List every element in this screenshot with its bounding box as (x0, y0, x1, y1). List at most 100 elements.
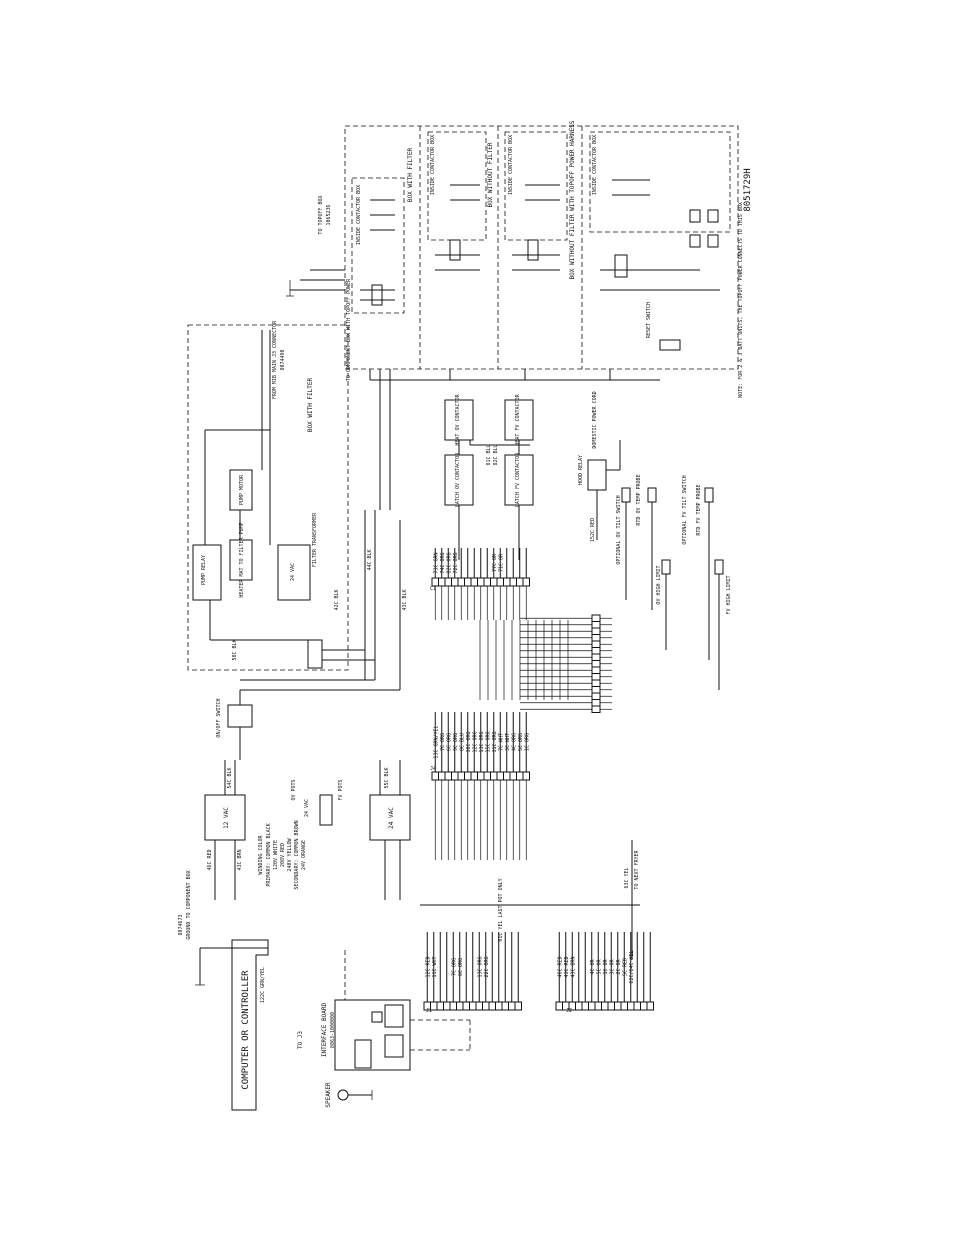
connector-pin (483, 577, 491, 587)
connector-wire-label: 22C ORG (484, 956, 490, 977)
connector-pin (508, 1001, 516, 1011)
filter-xfmr-label: FILTER TRANSFORMER (312, 512, 318, 567)
contactor-relays (444, 399, 534, 560)
transformer-24vac (369, 760, 411, 900)
interface-board (334, 999, 411, 1101)
connector-wire-label: 13C GRN/YEL (433, 725, 439, 758)
winding-row-1: PRIMARY: COMMON BLACK (266, 823, 272, 886)
filter-box-internals (192, 330, 375, 669)
connector-wire-label: 77C OR (492, 553, 498, 572)
connector-pin (438, 771, 446, 781)
connector-pin (503, 577, 511, 587)
ground-wire (195, 947, 268, 986)
connector-pin (495, 1001, 503, 1011)
pump-relay-label: PUMP RELAY (201, 555, 207, 585)
latch-fv-contactor (504, 454, 534, 506)
winding-row-4: 240V YELLOW (287, 837, 293, 871)
inside-contactor-label-1: INSIDE CONTACTOR BOX (356, 185, 362, 245)
wire-43c-label: 43C BRN (237, 849, 243, 870)
ground-part-number: 8074673 (178, 914, 184, 935)
connector-pin (436, 1001, 444, 1011)
connector-pin (627, 1001, 635, 1011)
transformer-12vac (204, 760, 246, 900)
connector-wire-label: 43C BRN (570, 956, 576, 977)
connector-pin (614, 1001, 622, 1011)
ov-pots-box (319, 794, 333, 826)
to-component-box-label: TO COMPONENT BOX WITH TOPOFF POWER (346, 278, 352, 381)
connector-wire-label: 7C ORG (440, 733, 446, 751)
connector-wire-label: 6C ORG (458, 958, 464, 976)
connector-wire-label: 5C OR (596, 958, 602, 974)
connector-wire-label: 1C OR (603, 958, 609, 974)
inside-contactor-box-2 (427, 131, 487, 241)
on-off-switch-label: ON/OFF SWITCH (216, 698, 222, 737)
connector-pin (581, 1001, 589, 1011)
right-terminal-strip (520, 614, 612, 713)
connector-pin (444, 577, 452, 587)
heat-ov-contactor (444, 399, 474, 441)
connector-wire-label: 13C ORG (477, 956, 483, 977)
reset-switch-label: RESET SWITCH (646, 302, 652, 338)
connector-j4-label: J4 (430, 766, 436, 772)
latch-ov-contactor (444, 454, 474, 506)
connector-pin (516, 771, 524, 781)
board-link-dashes (344, 950, 471, 1051)
connector-wire-label: 6C ORG (446, 733, 452, 751)
connector-pin (431, 771, 439, 781)
connector-pin (509, 577, 517, 587)
connector-wire-label: 82C ORG (446, 552, 452, 573)
connector-pin (470, 771, 478, 781)
connector-pin (470, 577, 478, 587)
connector-pin (522, 771, 530, 781)
box-without-filter-title: BOX WITHOUT FILTER (487, 142, 494, 207)
connector-pin (601, 1001, 609, 1011)
connector-pin (501, 1001, 509, 1011)
connector-pin (449, 1001, 457, 1011)
connector-pin (594, 1001, 602, 1011)
contactor-bus-wires (369, 369, 660, 510)
connector-wire-label: 5C ORG (518, 733, 524, 751)
winding-row-3: 208V RED (280, 843, 286, 867)
connector-pin (451, 771, 459, 781)
pump-relay (192, 544, 222, 601)
connector-pin (456, 1001, 464, 1011)
connector-wire-label: 11C WHT (432, 956, 438, 977)
winding-table: WINDING COLOR PRIMARY: COMMON BLACK 120V… (258, 820, 307, 889)
terminal-pin (591, 692, 601, 700)
to-next-fryer-label: TO NEXT FRYER (634, 849, 640, 889)
ground-label: GROUND TO COMPONENT BOX (186, 870, 192, 939)
probe-assemblies (621, 487, 724, 690)
connector-pin (443, 1001, 451, 1011)
connector-wire-label: 5C RED (622, 958, 628, 976)
heat-ov-label: HEAT OV CONTACTOR (455, 393, 461, 445)
filter-box-frame (187, 324, 349, 671)
wire-122c-label: 122C GRN/YEL (260, 967, 266, 1003)
heat-fv-label: HEAT FV CONTACTOR (515, 393, 521, 445)
speaker-label: SPEAKER (325, 1082, 332, 1108)
contactor-1-internals (360, 199, 395, 306)
connector-pin (457, 771, 465, 781)
terminal-pin (591, 673, 601, 681)
latch-fv-label: LATCH FV CONTACTOR (515, 452, 521, 507)
from-mib-label: FROM MIB MAIN J3 CONNECTOR (272, 320, 278, 399)
box-with-filter-title: BOX WITH FILTER (407, 148, 414, 203)
rtd-fv-label: RTD FV TEMP PROBE (696, 484, 702, 535)
harness-wires (434, 586, 569, 860)
connector-pin (438, 577, 446, 587)
hood-relay-label: HOOD RELAY (578, 455, 584, 485)
wire-43c-black-label: 43C BLK (402, 589, 408, 610)
interface-board-label: INTERFACE BOARD (321, 1003, 328, 1058)
fv-pots-label: FV POTS (338, 779, 344, 800)
connector-wire-label: 12C RED (425, 956, 431, 977)
topoff-part-number: 1065236 (326, 204, 332, 225)
drawing-number: 8051729H (743, 168, 753, 211)
connector-wire-label: 12C ORG (472, 731, 478, 752)
to-j3-label: TO J3 (297, 1031, 304, 1049)
inside-contactor-box-3 (504, 131, 568, 241)
fv-tilt-label: OPTIONAL FV TILT SWITCH (682, 475, 688, 544)
terminal-pin (591, 653, 601, 661)
connector-wire-label: 74C ORG (440, 552, 446, 573)
transformer-24vac-label: 24 VAC (388, 807, 395, 829)
transformer-12vac-label: 12 VAC (223, 807, 230, 829)
